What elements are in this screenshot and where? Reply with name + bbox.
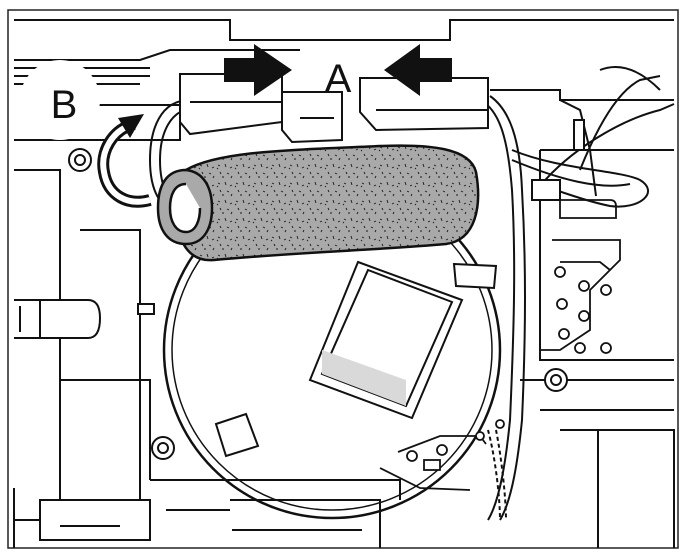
coin-cell-label — [308, 260, 464, 420]
foam-battery — [156, 144, 480, 262]
curved-rotate-arrow-icon — [97, 114, 152, 208]
callout-b: B — [51, 83, 78, 127]
callout-b-badge — [20, 60, 100, 140]
circuit-board — [379, 199, 621, 491]
double-pinch-arrow-icon — [224, 44, 452, 96]
bottom-slots — [39, 499, 230, 541]
callout-a: A — [325, 57, 352, 101]
screw-holes — [68, 148, 568, 460]
left-mount — [14, 299, 102, 339]
wire-harness — [148, 65, 675, 521]
device-housing — [13, 19, 675, 548]
compartment-clips — [137, 262, 498, 458]
